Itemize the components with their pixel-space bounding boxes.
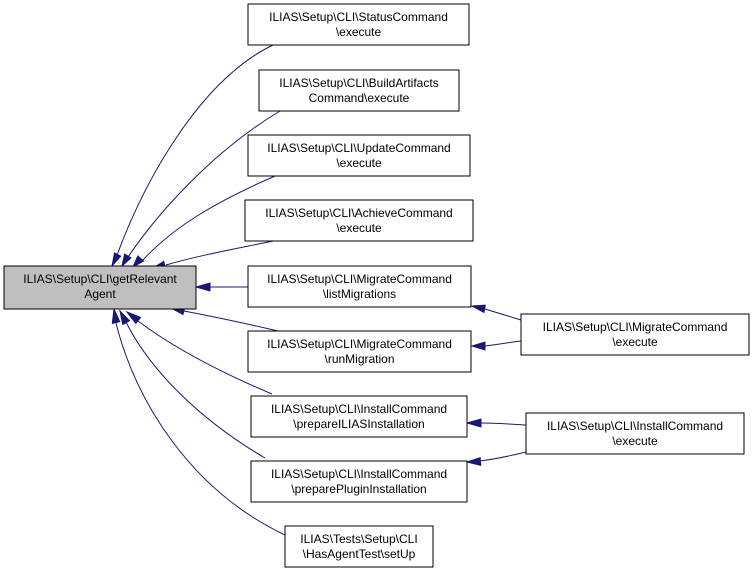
arrow-build xyxy=(121,253,132,268)
node-root-line2: Agent xyxy=(84,287,116,301)
node-migrate-run-line1: ILIAS\Setup\CLI\MigrateCommand xyxy=(267,337,452,351)
node-status[interactable]: ILIAS\Setup\CLI\StatusCommand \execute xyxy=(247,3,470,46)
node-install-plugin[interactable]: ILIAS\Setup\CLI\InstallCommand \prepareP… xyxy=(250,460,468,503)
node-migrate-list[interactable]: ILIAS\Setup\CLI\MigrateCommand \listMigr… xyxy=(247,265,472,308)
node-root[interactable]: ILIAS\Setup\CLI\getRelevant Agent xyxy=(3,265,197,310)
edge-migrateexec-to-migratelist xyxy=(484,308,522,321)
node-migrate-run[interactable]: ILIAS\Setup\CLI\MigrateCommand \runMigra… xyxy=(247,330,472,373)
node-install-ilias-line2: \prepareILIASInstallation xyxy=(293,417,424,431)
node-migrate-list-line2: \listMigrations xyxy=(323,287,396,301)
node-install-plugin-line1: ILIAS\Setup\CLI\InstallCommand xyxy=(271,467,447,481)
node-hasagent-line2: \HasAgentTest\setUp xyxy=(303,547,416,561)
arrow-migraterun-in xyxy=(470,341,486,351)
edge-update-to-root xyxy=(141,175,276,262)
edge-achieve-to-root xyxy=(165,239,279,266)
node-achieve[interactable]: ILIAS\Setup\CLI\AchieveCommand \execute xyxy=(244,199,474,242)
node-install-ilias[interactable]: ILIAS\Setup\CLI\InstallCommand \prepareI… xyxy=(250,395,468,438)
arrow-installilias-in xyxy=(465,418,482,428)
edge-migraterun-to-root xyxy=(183,310,279,332)
node-achieve-line2: \execute xyxy=(336,221,382,235)
node-build[interactable]: ILIAS\Setup\CLI\BuildArtifacts Command\e… xyxy=(258,69,460,112)
node-build-line1: ILIAS\Setup\CLI\BuildArtifacts xyxy=(279,76,438,90)
edge-installilias-to-root xyxy=(137,320,273,395)
arrow-update xyxy=(131,255,145,269)
arrow-migratelist xyxy=(194,282,211,292)
arrow-status xyxy=(111,252,122,268)
edge-build-to-root xyxy=(127,110,281,258)
node-hasagent-line1: ILIAS\Tests\Setup\CLI xyxy=(300,532,417,546)
node-install-exec-line1: ILIAS\Setup\CLI\InstallCommand xyxy=(547,419,723,433)
arrow-installplugin xyxy=(119,309,131,326)
node-install-plugin-line2: \preparePluginInstallation xyxy=(291,482,426,496)
edges xyxy=(115,44,527,536)
edge-migrateexec-to-migraterun xyxy=(484,340,522,347)
node-build-line2: Command\execute xyxy=(309,91,410,105)
node-update-line1: ILIAS\Setup\CLI\UpdateCommand xyxy=(267,141,450,155)
arrow-hasagent xyxy=(111,307,121,325)
node-migrate-exec-line1: ILIAS\Setup\CLI\MigrateCommand xyxy=(543,320,728,334)
node-update-line2: \execute xyxy=(336,156,382,170)
node-hasagent[interactable]: ILIAS\Tests\Setup\CLI \HasAgentTest\setU… xyxy=(284,525,434,568)
node-migrate-exec-line2: \execute xyxy=(612,335,658,349)
edge-installexec-to-installilias xyxy=(479,422,527,426)
arrow-installilias xyxy=(125,310,142,325)
arrow-installplugin-in xyxy=(465,457,482,467)
edge-status-to-root xyxy=(116,44,274,256)
edge-hasagent-to-root xyxy=(115,322,286,536)
node-status-line2: \execute xyxy=(336,25,382,39)
node-install-ilias-line1: ILIAS\Setup\CLI\InstallCommand xyxy=(271,402,447,416)
edge-installplugin-to-root xyxy=(125,321,266,459)
edge-installexec-to-installplugin xyxy=(479,451,527,462)
node-update[interactable]: ILIAS\Setup\CLI\UpdateCommand \execute xyxy=(247,134,471,177)
node-status-line1: ILIAS\Setup\CLI\StatusCommand xyxy=(269,10,448,24)
node-migrate-exec[interactable]: ILIAS\Setup\CLI\MigrateCommand \execute xyxy=(520,313,750,356)
node-migrate-run-line2: \runMigration xyxy=(324,352,394,366)
node-migrate-list-line1: ILIAS\Setup\CLI\MigrateCommand xyxy=(267,272,452,286)
node-achieve-line1: ILIAS\Setup\CLI\AchieveCommand xyxy=(265,206,452,220)
node-install-exec[interactable]: ILIAS\Setup\CLI\InstallCommand \execute xyxy=(525,412,745,455)
arrow-migratelist-in xyxy=(470,304,486,314)
node-install-exec-line2: \execute xyxy=(612,434,658,448)
node-root-line1: ILIAS\Setup\CLI\getRelevant xyxy=(23,272,177,286)
